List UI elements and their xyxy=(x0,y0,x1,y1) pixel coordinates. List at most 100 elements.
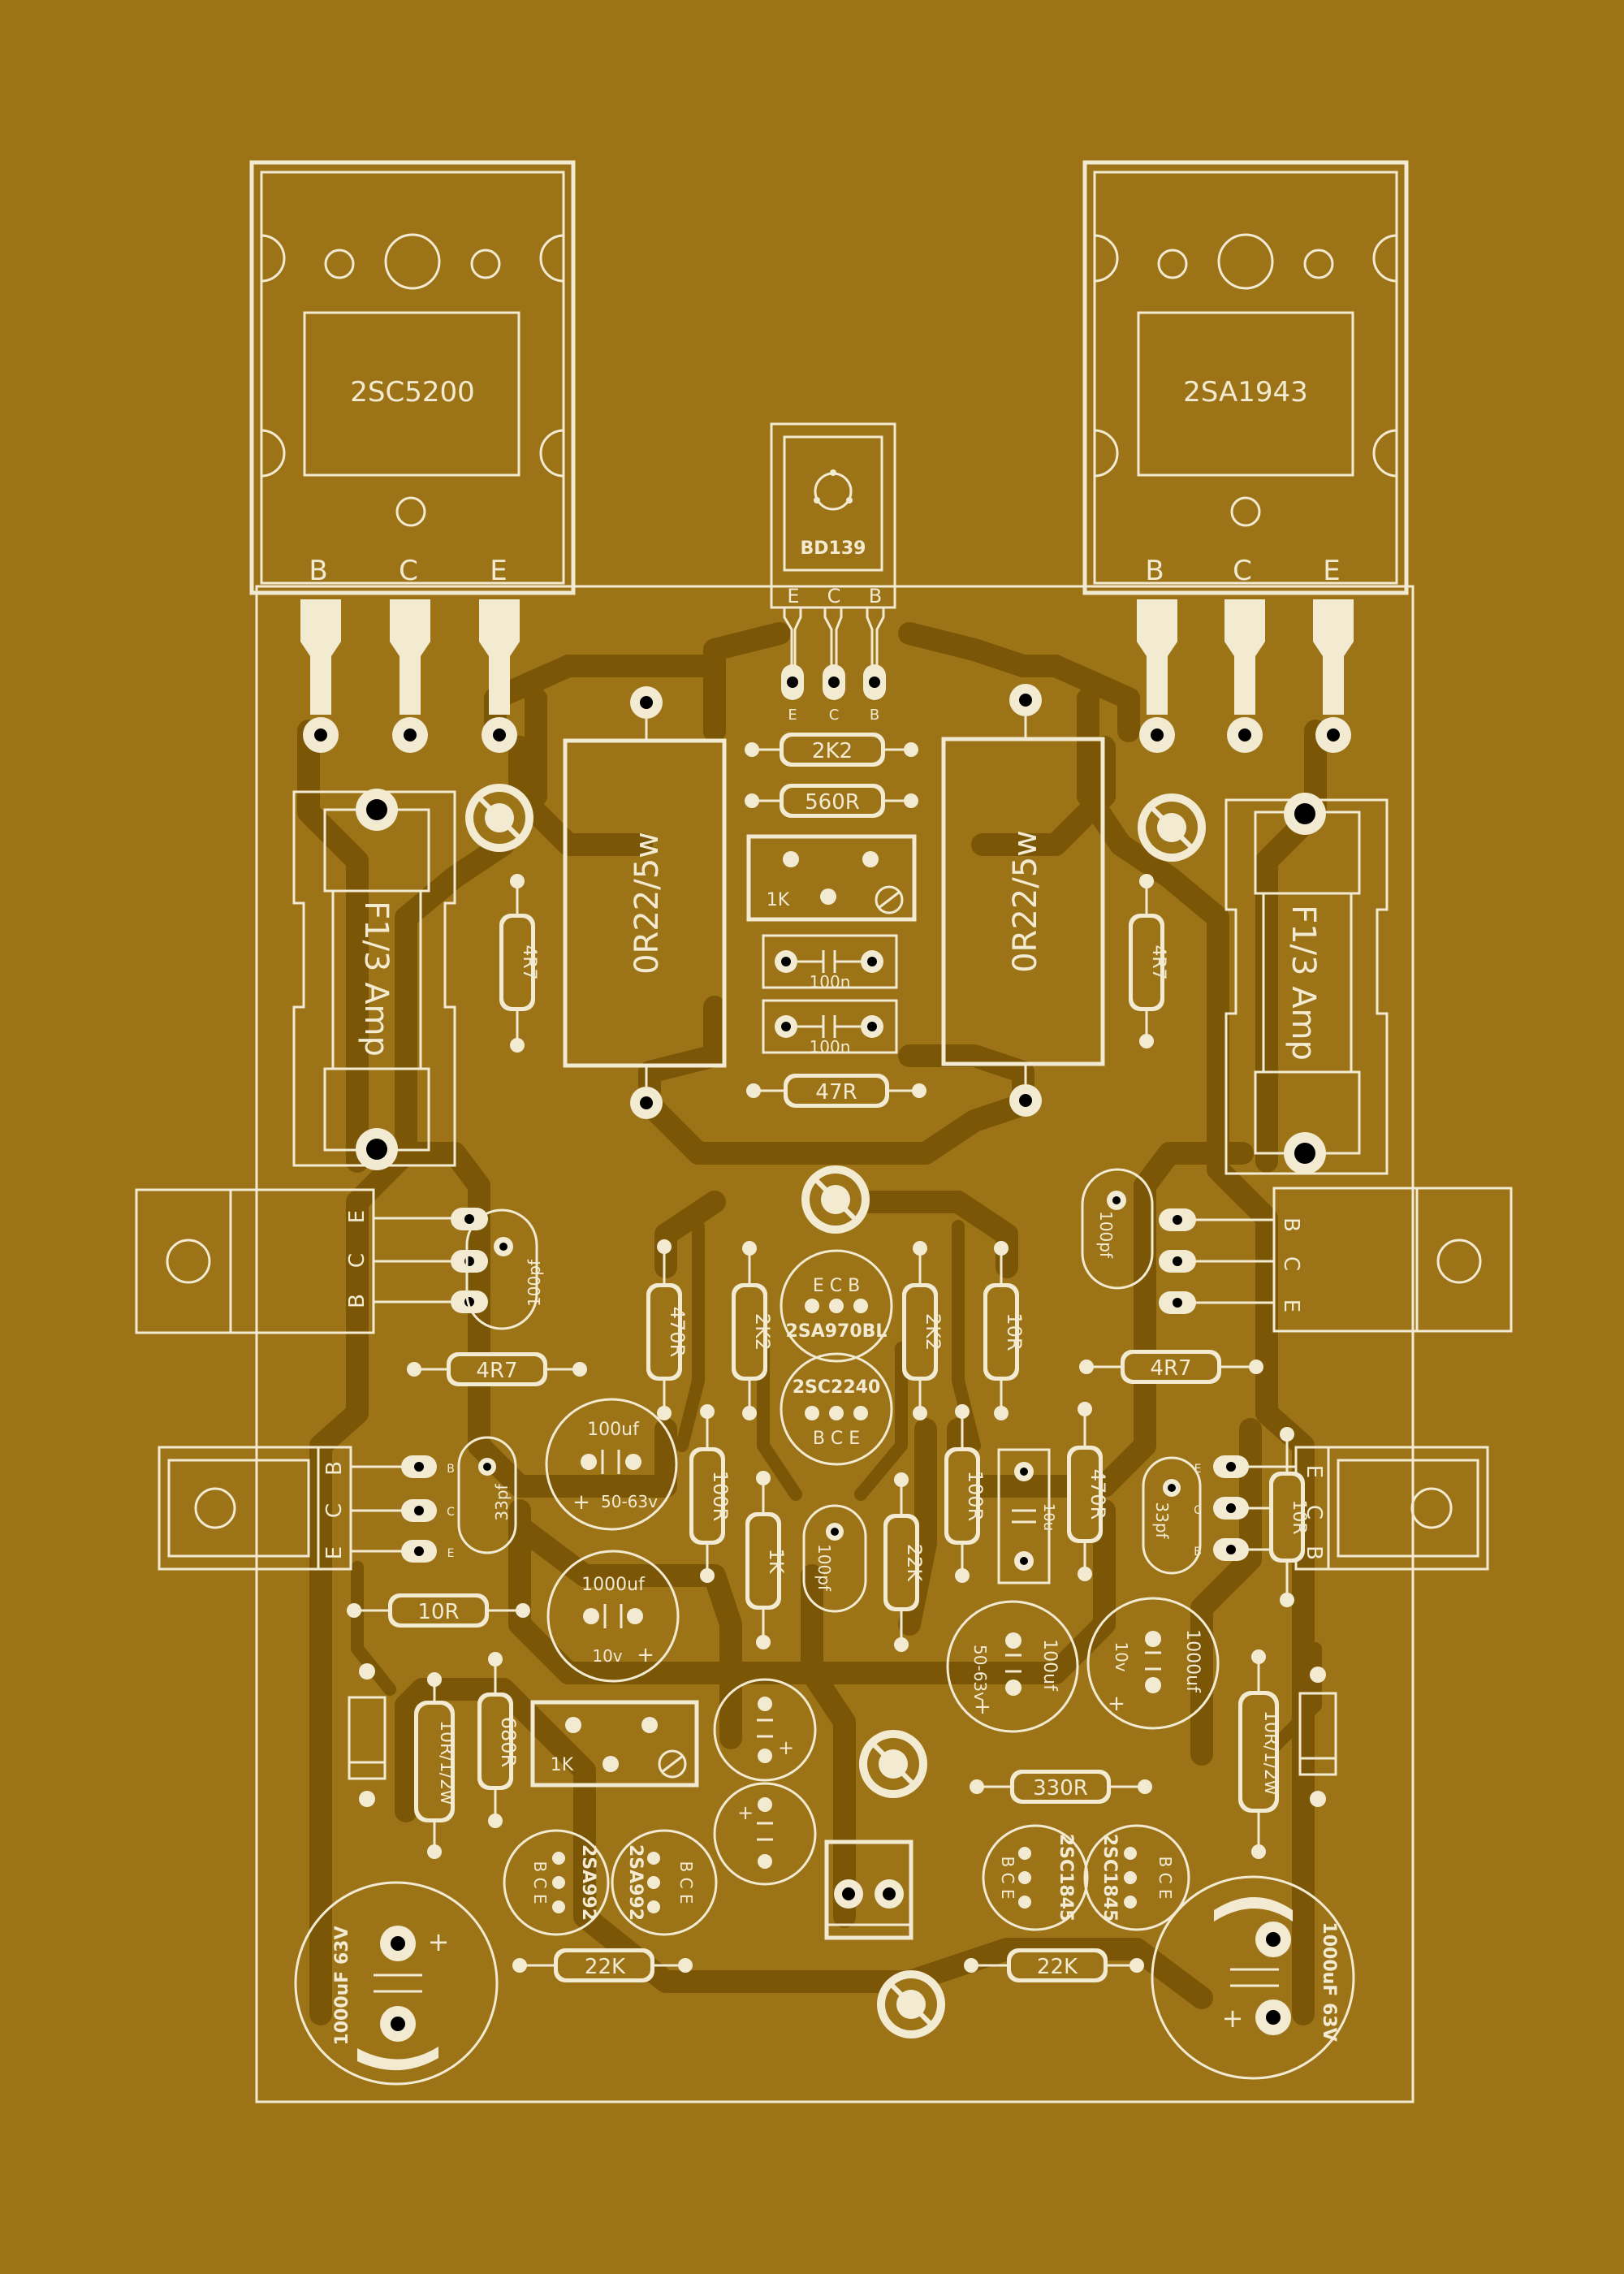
capacitor-voltage: 50-63v xyxy=(601,1492,658,1511)
driver-transistor-right-upper: B C E xyxy=(1159,1187,1513,1333)
fuse-right-label: F1/3 Amp xyxy=(1285,905,1322,1061)
input-connector xyxy=(824,1840,914,1940)
pin-label-c: C xyxy=(1233,555,1252,587)
pin-label-b: B xyxy=(1302,1546,1326,1560)
mounting-hole-icon xyxy=(465,784,533,852)
transistor-2sa970bl: E C B 2SA970BL xyxy=(780,1249,893,1363)
pin-label-c: C xyxy=(827,585,841,607)
fuse-left: F1/3 Amp xyxy=(292,789,456,1170)
resistor-4r7-top-right: 4R7 xyxy=(1129,874,1168,1048)
pin-label-b: B xyxy=(1194,1546,1202,1559)
power-transistor-left: 2SC5200 B C E xyxy=(249,160,576,753)
resistor-label: 10R/1/2w xyxy=(436,1720,456,1805)
mounting-hole-icon xyxy=(801,1165,870,1234)
pin-label-e: E xyxy=(345,1210,369,1223)
pin-label-c: C xyxy=(1302,1505,1326,1520)
pin-label-b: B xyxy=(870,707,879,724)
mounting-hole-icon xyxy=(859,1730,927,1798)
resistor-10r-half-watt-right: 10R/1/2w xyxy=(1238,1649,1281,1859)
plus-icon: + xyxy=(974,1695,991,1719)
resistor-label: 22K xyxy=(585,1955,626,1979)
capacitor-33pf-right: 33pf xyxy=(1142,1456,1202,1575)
resistor-label: 4R7 xyxy=(1148,945,1168,979)
resistor-2k2-mid-left: 2K2 xyxy=(732,1241,774,1420)
resistor-22k-mid: 22K xyxy=(883,1472,926,1652)
driver-transistor-left-lower: B C E B C E xyxy=(158,1446,455,1571)
diode-left xyxy=(348,1663,387,1807)
resistor-label: 4R7 xyxy=(1150,1356,1191,1381)
resistor-470r-right: 470R xyxy=(1067,1402,1109,1581)
pin-label-c: C xyxy=(1194,1504,1202,1517)
resistor-label: 470R xyxy=(1086,1469,1109,1520)
resistor-10r-left: 10R xyxy=(347,1593,530,1628)
transistor-2sc2240: 2SC2240 B C E xyxy=(780,1352,893,1466)
pin-label-e: E xyxy=(1302,1465,1326,1478)
resistor-47r: 47R xyxy=(746,1074,926,1108)
resistor-2k2-top: 2K2 xyxy=(745,733,918,767)
resistor-label: 100R xyxy=(709,1471,732,1521)
capacitor-main-right: + 1000uF 63V xyxy=(1151,1875,1355,2080)
resistor-2k2-mid-right: 2K2 xyxy=(902,1241,944,1420)
mounting-holes xyxy=(465,784,1206,2038)
transistor-2sc1845-a: 2SC1845 B C E xyxy=(982,1824,1089,1931)
resistor-10r-right: 10R xyxy=(1269,1427,1309,1607)
plus-icon: + xyxy=(737,1801,754,1824)
pin-labels: B C E xyxy=(1155,1856,1175,1899)
resistor-10r-mid: 10R xyxy=(983,1241,1026,1420)
resistor-label: 560R xyxy=(805,790,860,815)
pin-label-e: E xyxy=(447,1547,455,1560)
capacitor-33pf-left: 33pf xyxy=(457,1436,517,1554)
resistor-label: 10R xyxy=(417,1600,459,1624)
capacitor-1000uf-right: 1000uf 10v + xyxy=(1086,1597,1220,1730)
transistor-label: 2SA992 xyxy=(578,1844,598,1921)
pin-label-c: C xyxy=(345,1253,369,1268)
emitter-resistor-right-label: 0R22/5w xyxy=(1007,830,1044,973)
resistor-4r7-mid-right: 4R7 xyxy=(1079,1350,1263,1384)
pin-label-b: B xyxy=(447,1463,455,1476)
transistor-label: 2SA970BL xyxy=(786,1321,888,1342)
transistor-2sc1845-b: 2SC1845 B C E xyxy=(1083,1824,1190,1931)
capacitor-label: 100pf xyxy=(1096,1211,1116,1259)
plus-icon: + xyxy=(778,1736,794,1759)
fuse-right: F1/3 Amp xyxy=(1224,793,1389,1175)
resistor-1k-mid: 1K xyxy=(745,1471,788,1649)
pin-label-e: E xyxy=(787,585,799,607)
capacitor-100n-b: 100n xyxy=(762,999,898,1057)
pin-label-e: E xyxy=(1323,555,1340,587)
pin-label-e: E xyxy=(1279,1299,1303,1312)
resistor-label: 4R7 xyxy=(476,1359,517,1383)
transistor-label: 2SC1845 xyxy=(1099,1834,1120,1922)
resistor-label: 22K xyxy=(903,1544,926,1583)
resistor-label: 2K2 xyxy=(922,1313,944,1351)
capacitor-label: 100pf xyxy=(814,1544,834,1592)
pin-label-e: E xyxy=(1194,1463,1202,1476)
trimmer-label: 1K xyxy=(551,1755,574,1775)
capacitor-label: 100uf xyxy=(1039,1639,1060,1692)
capacitor-10u: 10u xyxy=(997,1448,1057,1584)
transistor-2sa992-a: 2SA992 B C E xyxy=(503,1829,610,1936)
resistor-label: 10R xyxy=(1003,1312,1026,1351)
capacitor-main-left: + 1000uF 63V xyxy=(294,1881,499,2086)
resistor-4r7-mid-left: 4R7 xyxy=(407,1352,587,1386)
pin-labels: B C E xyxy=(676,1861,696,1904)
resistor-label: 4R7 xyxy=(519,945,539,979)
power-transistor-right-label: 2SA1943 xyxy=(1183,376,1308,409)
trimmer-label: 1K xyxy=(767,890,790,910)
resistor-label: 22K xyxy=(1037,1955,1078,1979)
capacitor-small-lower: + xyxy=(713,1782,817,1886)
trimmer-1k-top: 1K xyxy=(746,834,917,922)
capacitor-voltage: 10v xyxy=(1112,1641,1131,1671)
resistor-100r-right: 100R xyxy=(944,1404,987,1583)
resistor-10r-half-watt-left: 10R/1/2w xyxy=(414,1672,456,1859)
board-outline xyxy=(255,585,1415,2103)
pin-label-c: C xyxy=(322,1503,347,1518)
resistor-330r: 330R xyxy=(970,1770,1152,1804)
pin-label-b: B xyxy=(322,1461,347,1476)
capacitor-100pf-right: 100pf xyxy=(1081,1168,1154,1290)
plus-icon: + xyxy=(572,1490,590,1515)
resistor-680r: 680R xyxy=(477,1652,520,1828)
resistor-label: 1K xyxy=(765,1548,788,1574)
capacitor-label: 1000uF 63V xyxy=(1319,1922,1339,2041)
emitter-resistor-left: 0R22/5w xyxy=(563,686,727,1119)
